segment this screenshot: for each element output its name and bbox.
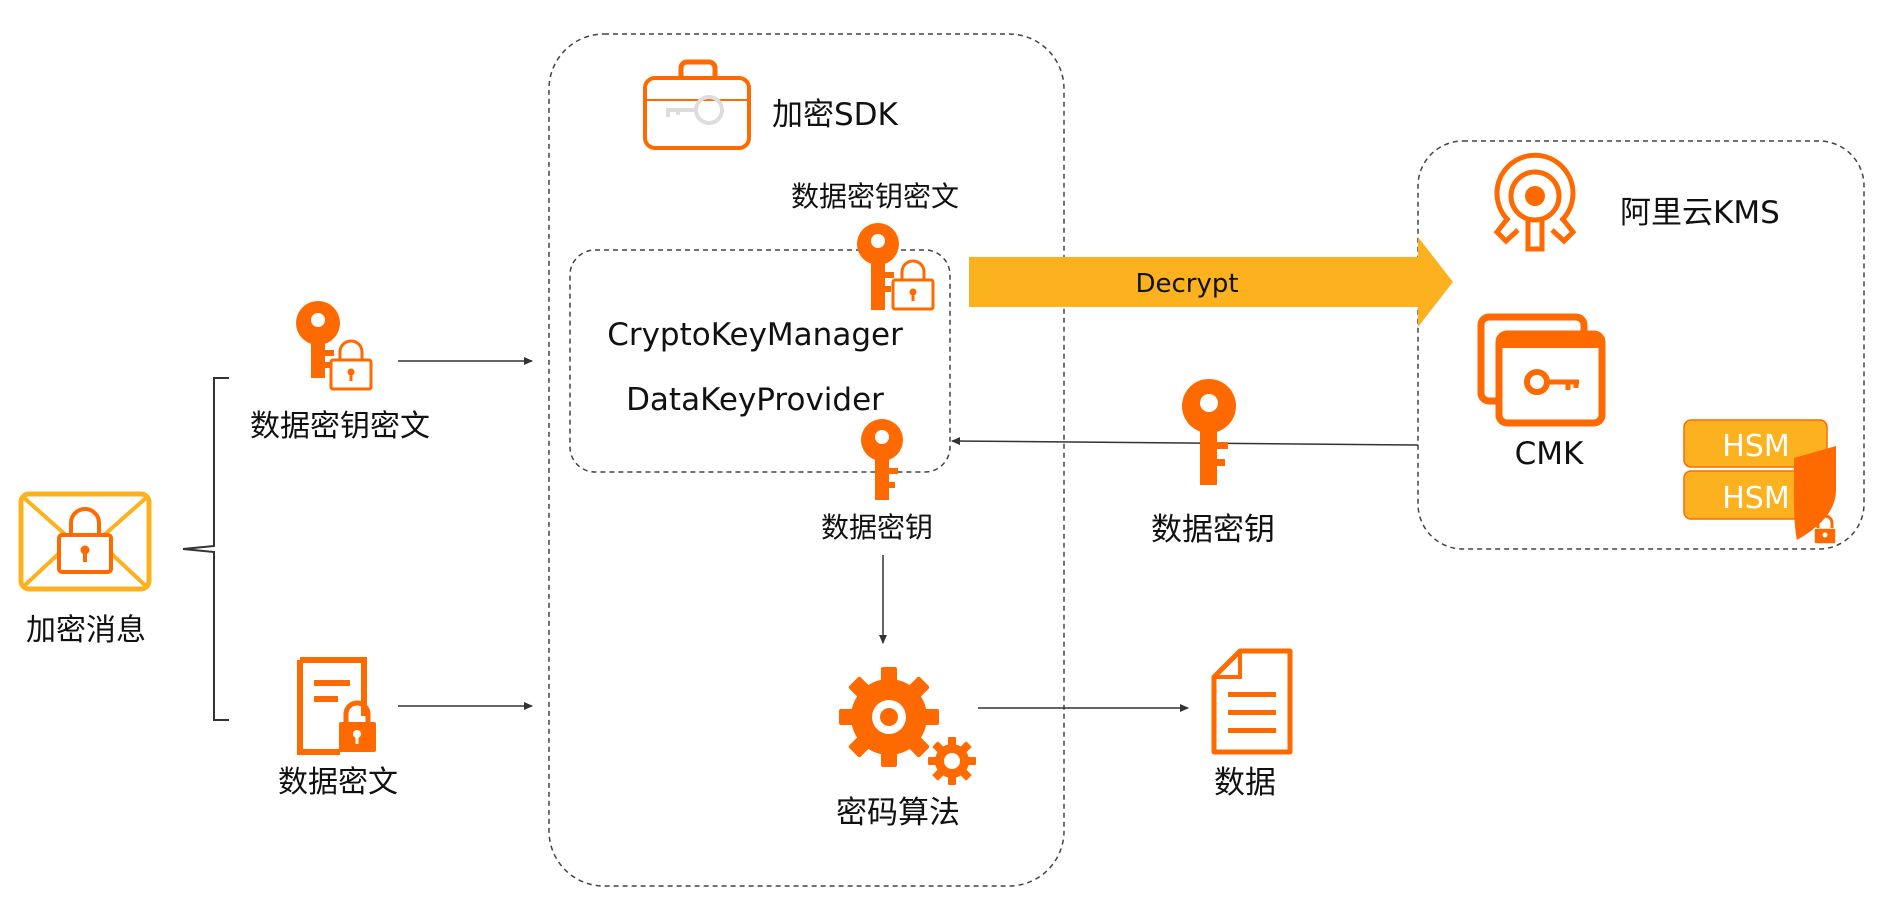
message-brace	[182, 377, 229, 721]
sdk-container	[548, 33, 1065, 887]
returned-data-key-label: 数据密钥	[1151, 512, 1275, 548]
envelope-lock-icon	[18, 491, 152, 592]
kms-seal-icon	[1493, 152, 1577, 252]
encrypted-key-label-left: 数据密钥密文	[250, 409, 430, 444]
briefcase-key-icon	[643, 59, 751, 150]
encrypted-key-icon	[296, 301, 373, 391]
sdk-data-key-label: 数据密钥	[821, 511, 933, 544]
data-key-return-arrow	[951, 437, 1419, 446]
hsm-label-2: HSM	[1722, 481, 1790, 516]
sdk-data-key-icon	[861, 419, 903, 500]
kms-container	[1417, 140, 1865, 550]
key-manager-box	[569, 249, 951, 473]
data-key-provider-label: DataKeyProvider	[626, 382, 884, 418]
output-data-label: 数据	[1214, 765, 1276, 801]
sdk-encrypted-key-label: 数据密钥密文	[791, 180, 959, 213]
hsm-module-1	[1683, 419, 1828, 468]
sdk-encrypted-key-icon	[857, 223, 935, 311]
crypto-key-manager-label: CryptoKeyManager	[607, 317, 903, 353]
hsm-shield-lock-icon	[1793, 446, 1837, 545]
encrypted-message-label: 加密消息	[26, 613, 146, 648]
encrypted-data-label: 数据密文	[278, 765, 398, 800]
encrypted-document-icon	[297, 657, 376, 755]
cmk-cards-icon	[1477, 313, 1606, 427]
decrypt-arrow	[969, 237, 1453, 327]
kms-title: 阿里云KMS	[1620, 195, 1780, 231]
algorithm-label: 密码算法	[836, 795, 960, 831]
sdk-title: 加密SDK	[772, 97, 899, 133]
plain-document-icon	[1211, 648, 1293, 755]
hsm-stack: HSM HSM	[1683, 419, 1837, 545]
decrypt-label: Decrypt	[1135, 269, 1238, 299]
returned-data-key-icon	[1182, 379, 1236, 485]
cmk-label: CMK	[1515, 436, 1584, 472]
hsm-label-1: HSM	[1722, 429, 1790, 464]
algorithm-gears-icon	[839, 667, 976, 785]
